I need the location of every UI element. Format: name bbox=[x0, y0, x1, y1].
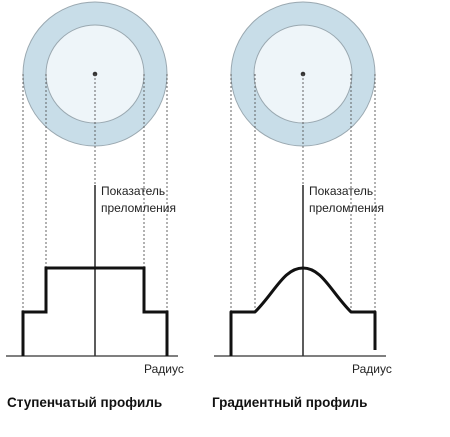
right-caption: Градиентный профиль bbox=[212, 395, 367, 410]
left-axis-label-line2: преломления bbox=[101, 201, 176, 215]
right-x-label: Радиус bbox=[352, 362, 392, 376]
step-profile-curve bbox=[21, 266, 169, 356]
left-caption: Ступенчатый профиль bbox=[7, 395, 162, 410]
left-x-label: Радиус bbox=[144, 362, 184, 376]
right-axis-label-line1: Показатель bbox=[309, 184, 373, 198]
left-axis-label: Показатель преломления bbox=[101, 184, 176, 215]
right-guide-lines bbox=[230, 74, 376, 312]
step-index-fiber: Показатель преломления Радиус Ступенчаты… bbox=[6, 1, 184, 410]
left-guide-lines bbox=[22, 74, 168, 312]
graded-index-fiber: Показатель преломления Радиус Градиентны… bbox=[212, 1, 392, 410]
right-axis-label: Показатель преломления bbox=[309, 184, 384, 215]
right-axis-label-line2: преломления bbox=[309, 201, 384, 215]
graded-profile-curve bbox=[229, 266, 377, 356]
left-axis-label-line1: Показатель bbox=[101, 184, 165, 198]
